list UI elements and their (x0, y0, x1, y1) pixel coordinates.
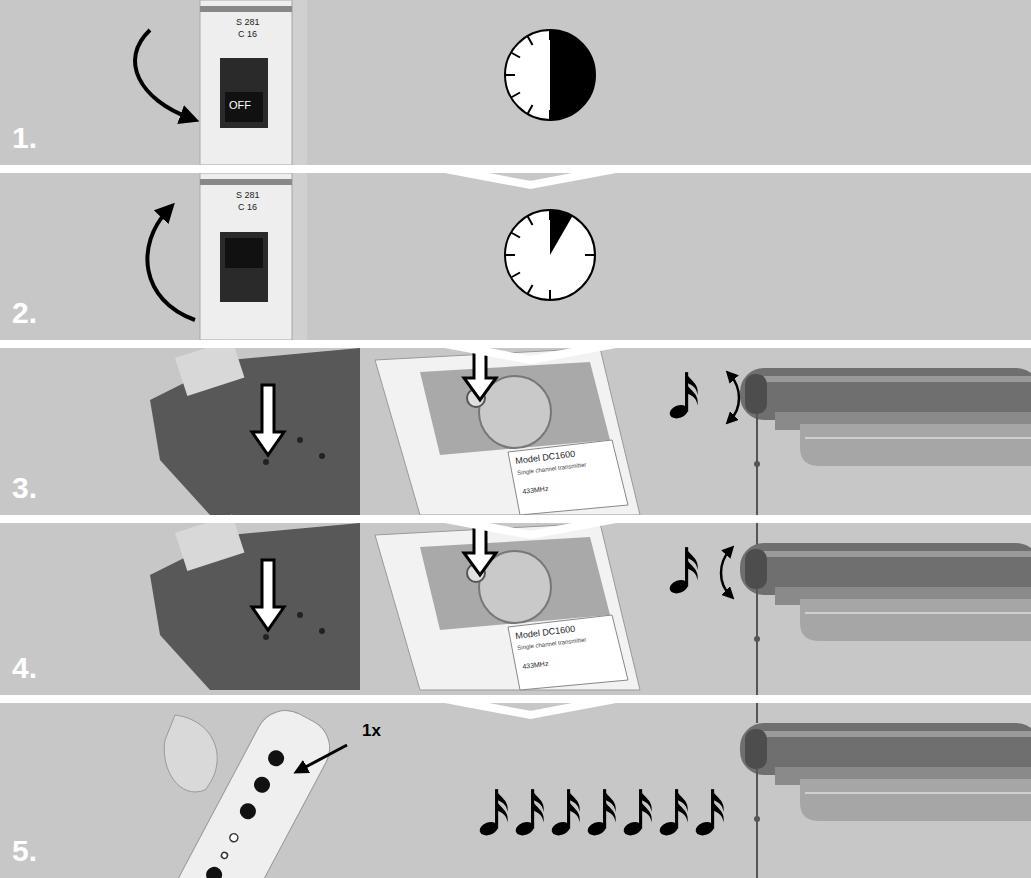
step-band: 2. (0, 173, 1031, 340)
device-label: S 281 (236, 18, 260, 27)
step-number: 2. (12, 296, 37, 330)
step-number: 3. (12, 471, 37, 505)
step-number: 5. (12, 834, 37, 868)
step-band: 4. (0, 523, 1031, 695)
step-band: 3. (0, 348, 1031, 515)
step-number: 1. (12, 121, 37, 155)
device-label: S 281 (236, 191, 260, 200)
step-band: 1. (0, 0, 1031, 165)
device-label: OFF (229, 100, 251, 111)
press-count: 1x (362, 722, 381, 739)
step-number: 4. (12, 651, 37, 685)
device-label: C 16 (238, 203, 257, 212)
device-label: C 16 (238, 30, 257, 39)
step-band: 5. (0, 703, 1031, 878)
